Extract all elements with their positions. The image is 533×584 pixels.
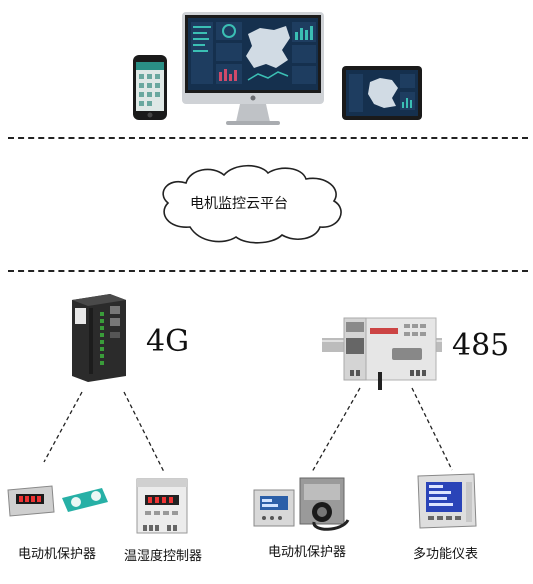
motor-protector-icon <box>7 485 108 517</box>
temp-humidity-controller-icon <box>136 478 188 534</box>
device-1-label: 电动机保护器 <box>18 547 97 562</box>
protocol-4g-label: 4G <box>146 324 190 359</box>
multifunction-meter-icon <box>417 473 477 529</box>
device-3-label: 电动机保护器 <box>268 545 347 560</box>
bottom-separator <box>8 270 528 272</box>
smartphone-icon <box>133 55 167 120</box>
connector-485-to-device-3 <box>311 387 361 473</box>
motor-protector-set-icon <box>253 477 350 531</box>
tablet-icon <box>342 66 422 120</box>
device-4-label: 多功能仪表 <box>413 547 479 562</box>
protocol-485-label: 485 <box>452 328 510 363</box>
connector-485-to-device-4 <box>411 387 453 471</box>
device-2-label: 温湿度控制器 <box>124 549 203 564</box>
cloud-shape <box>162 164 342 244</box>
connector-4g-to-device-2 <box>123 391 165 473</box>
desktop-monitor-icon <box>182 12 324 125</box>
485-gateway-icon <box>322 317 442 390</box>
top-separator <box>8 137 528 139</box>
4g-gateway-icon <box>72 294 126 382</box>
cloud-platform-label: 电机监控云平台 <box>190 196 288 212</box>
connector-4g-to-device-1 <box>43 391 83 463</box>
